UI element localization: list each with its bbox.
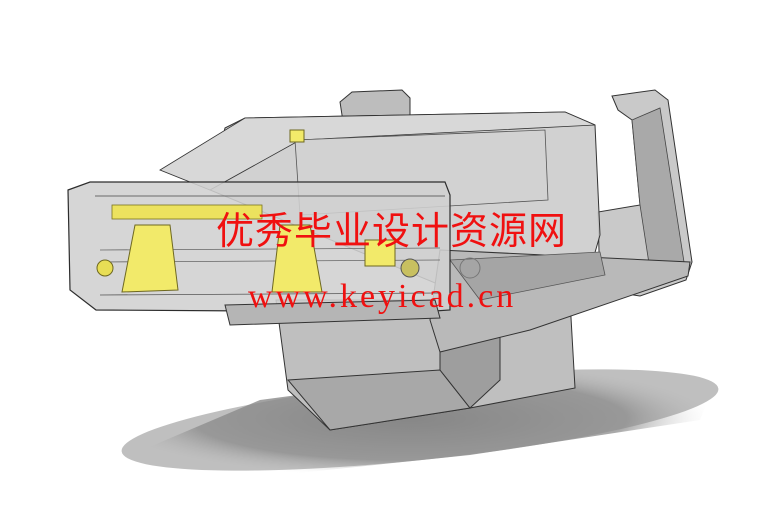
support-bracket-mid xyxy=(271,224,323,293)
motor-block xyxy=(364,239,396,267)
pulley xyxy=(400,258,420,278)
support-bracket-left xyxy=(121,224,179,293)
watermark-url: www.keyicad.cn xyxy=(248,278,517,315)
bottom-plate xyxy=(224,299,441,326)
pulley xyxy=(96,259,114,277)
pulley xyxy=(459,257,481,279)
drag-chain xyxy=(111,204,263,220)
corner-clip xyxy=(289,129,305,143)
rail xyxy=(99,292,441,296)
ground-shadow-core xyxy=(121,369,719,471)
side-tray-inner xyxy=(449,251,606,301)
watermark-title: 优秀毕业设计资源网 xyxy=(216,209,568,253)
